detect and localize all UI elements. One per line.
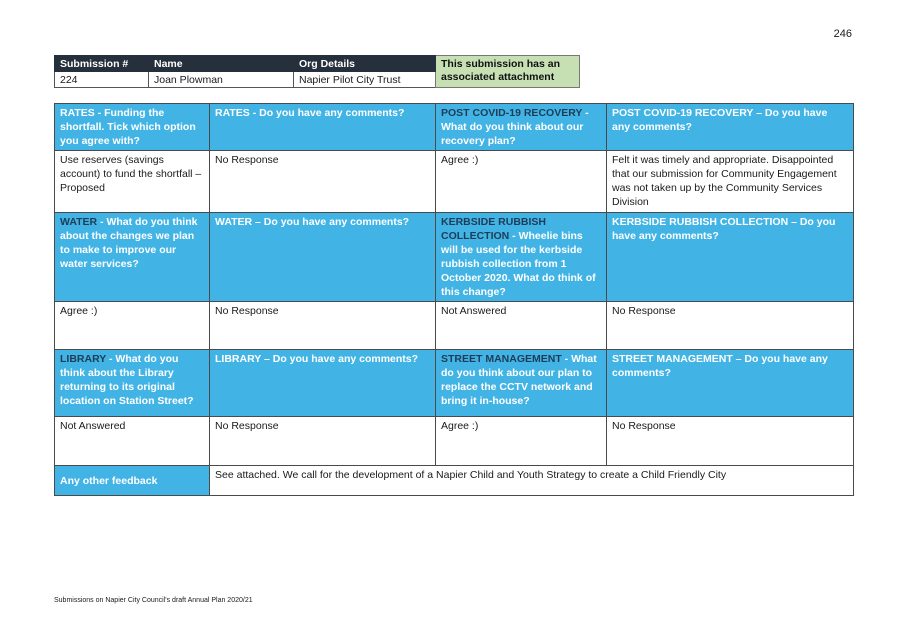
other-feedback-row: Any other feedback See attached. We call… (54, 465, 854, 496)
org-details-header: Org Details (293, 55, 436, 72)
question-cell: WATER – Do you have any comments? (209, 212, 436, 302)
other-feedback-label: Any other feedback (54, 465, 210, 496)
answer-row: Use reserves (savings account) to fund t… (54, 150, 854, 213)
question-row: LIBRARY - What do you think about the Li… (54, 349, 854, 417)
question-cell: POST COVID-19 RECOVERY - What do you thi… (435, 103, 607, 151)
question-cell: POST COVID-19 RECOVERY – Do you have any… (606, 103, 854, 151)
footer-text: Submissions on Napier City Council's dra… (54, 597, 253, 604)
question-cell: RATES - Do you have any comments? (209, 103, 436, 151)
info-value-row: 224 Joan Plowman Napier Pilot City Trust (54, 71, 580, 88)
question-cell: RATES - Funding the shortfall. Tick whic… (54, 103, 210, 151)
answer-cell: Use reserves (savings account) to fund t… (54, 150, 210, 213)
submission-number-value: 224 (54, 71, 149, 88)
answer-cell: No Response (209, 301, 436, 350)
answer-cell: Not Answered (54, 416, 210, 466)
submission-info-table: Submission # Name Org Details This submi… (54, 55, 580, 88)
question-cell: LIBRARY - What do you think about the Li… (54, 349, 210, 417)
other-feedback-value: See attached. We call for the developmen… (209, 465, 854, 496)
name-value: Joan Plowman (148, 71, 294, 88)
question-row: RATES - Funding the shortfall. Tick whic… (54, 103, 854, 151)
question-row: WATER - What do you think about the chan… (54, 212, 854, 302)
page-number: 246 (833, 28, 852, 40)
answer-cell: Agree :) (54, 301, 210, 350)
answer-cell: No Response (606, 416, 854, 466)
answer-cell: Agree :) (435, 150, 607, 213)
question-cell: STREET MANAGEMENT - What do you think ab… (435, 349, 607, 417)
answer-cell: Felt it was timely and appropriate. Disa… (606, 150, 854, 213)
info-header-row: Submission # Name Org Details This submi… (54, 55, 580, 88)
answer-cell: Not Answered (435, 301, 607, 350)
submission-table: RATES - Funding the shortfall. Tick whic… (54, 103, 854, 496)
name-header: Name (148, 55, 294, 72)
answer-cell: No Response (606, 301, 854, 350)
submission-number-header: Submission # (54, 55, 149, 72)
question-cell: KERBSIDE RUBBISH COLLECTION – Do you hav… (606, 212, 854, 302)
question-cell: KERBSIDE RUBBISH COLLECTION - Wheelie bi… (435, 212, 607, 302)
question-cell: LIBRARY – Do you have any comments? (209, 349, 436, 417)
org-details-value: Napier Pilot City Trust (293, 71, 436, 88)
answer-row: Not Answered No Response Agree :) No Res… (54, 416, 854, 466)
question-cell: WATER - What do you think about the chan… (54, 212, 210, 302)
attachment-note: This submission has an associated attach… (435, 55, 580, 88)
answer-cell: No Response (209, 416, 436, 466)
answer-row: Agree :) No Response Not Answered No Res… (54, 301, 854, 350)
question-cell: STREET MANAGEMENT – Do you have any comm… (606, 349, 854, 417)
answer-cell: Agree :) (435, 416, 607, 466)
answer-cell: No Response (209, 150, 436, 213)
